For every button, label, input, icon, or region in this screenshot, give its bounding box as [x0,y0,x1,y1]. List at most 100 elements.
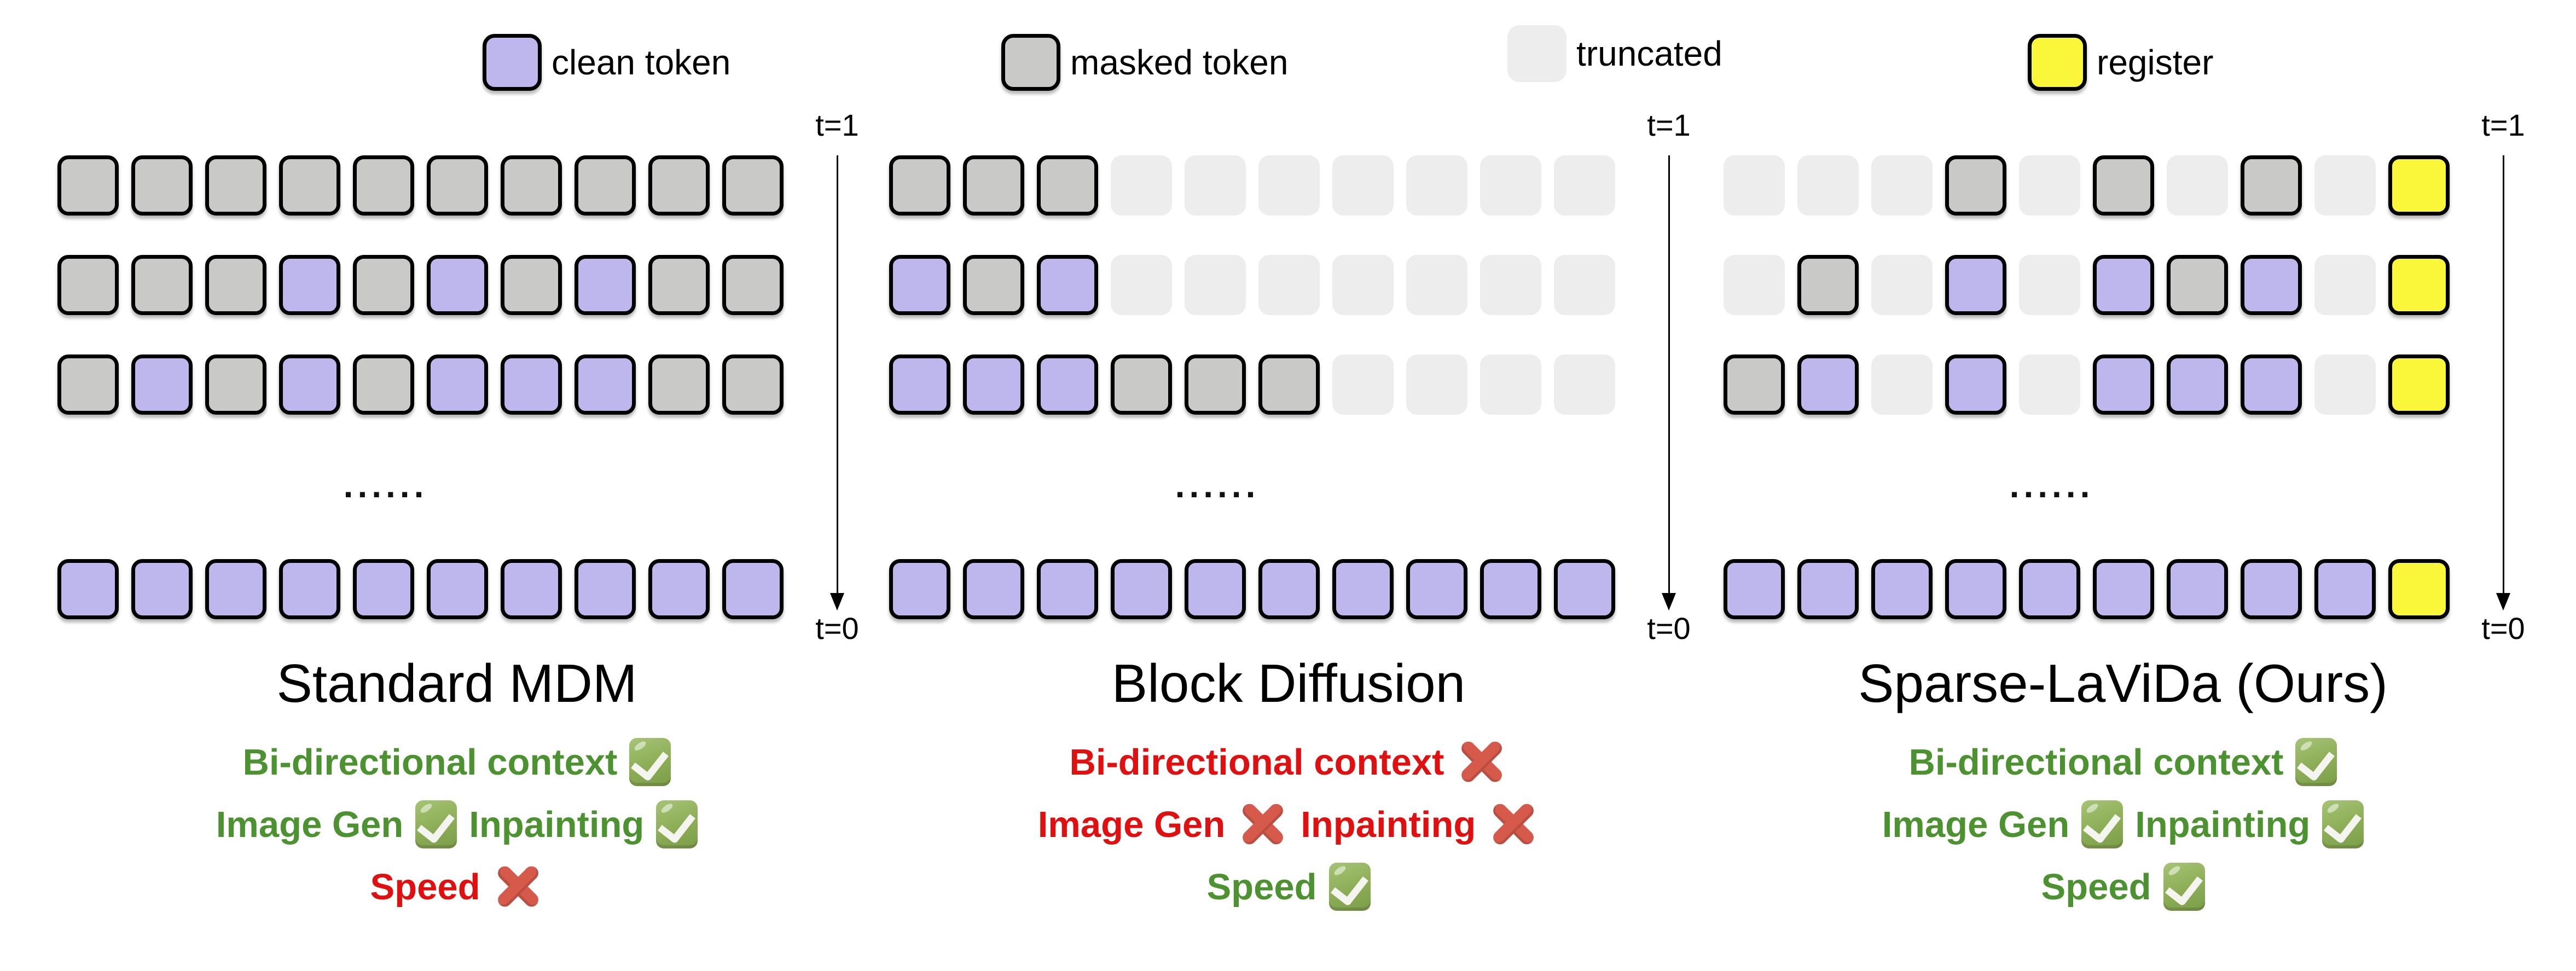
token-row [1724,559,2450,619]
token-clean [2241,354,2302,415]
token-register [2388,155,2450,216]
feature-text: Inpainting [1301,804,1476,845]
token-clean [2093,559,2154,619]
cross-mark-icon [1488,800,1539,849]
token-masked [648,255,710,315]
token-truncated [1332,255,1394,315]
timestep-label-t1: t=1 [1647,108,1691,142]
panel-title: Standard MDM [276,653,637,713]
token-masked [963,255,1024,315]
token-clean [1724,559,1785,619]
timestep-label-t0: t=0 [815,611,859,646]
token-row [889,354,1615,415]
token-clean [1111,559,1172,619]
token-masked [501,155,562,216]
feature-text: Inpainting [2135,804,2311,845]
token-clean [279,354,340,415]
token-clean [1945,354,2006,415]
token-truncated [2314,155,2376,216]
token-truncated [1111,155,1172,216]
token-clean [279,255,340,315]
token-truncated [2314,255,2376,315]
token-truncated [2167,155,2228,216]
feature-line: Bi-directional context [1724,736,2522,788]
token-masked [501,255,562,315]
token-truncated [1406,255,1467,315]
feature-text: Speed [2041,866,2151,908]
token-clean [722,559,784,619]
check-mark-icon [415,800,457,848]
token-masked [131,155,193,216]
token-clean [2241,559,2302,619]
token-masked [2241,155,2302,216]
token-clean [1037,559,1098,619]
cross-mark-icon [1237,800,1289,849]
token-clean [1554,559,1615,619]
token-clean [427,354,488,415]
token-masked [57,354,119,415]
token-masked [1797,255,1859,315]
token-row [889,255,1615,315]
token-clean [2093,354,2154,415]
token-clean [1037,354,1098,415]
token-clean [1797,559,1859,619]
token-clean [963,354,1024,415]
legend-item-clean-token: clean token [483,34,730,91]
cross-mark-icon [1456,737,1507,787]
time-arrow-head-icon [1662,593,1676,610]
clean-token-swatch [483,34,542,91]
token-masked [57,255,119,315]
panel-standard-mdm: t=1 t=0 ...... Standard MDM Bi-direction… [57,0,859,971]
token-masked [353,354,414,415]
token-masked [889,155,950,216]
register-token-swatch [2028,34,2087,91]
legend-label: truncated [1576,34,1722,73]
token-masked [722,354,784,415]
token-row [57,354,784,415]
token-truncated [1406,155,1467,216]
time-arrow-head-icon [2496,593,2510,610]
time-arrow-line [1668,155,1670,594]
token-masked [1185,354,1246,415]
token-masked [722,255,784,315]
token-row [1724,255,2450,315]
token-truncated [1258,155,1320,216]
token-clean [1406,559,1467,619]
token-clean [2093,255,2154,315]
token-row [889,559,1615,619]
feature-text: Bi-directional context [242,741,618,783]
feature-line: Bi-directional context [57,736,856,788]
timestep-label-t1: t=1 [815,108,859,142]
token-truncated [1554,255,1615,315]
cross-mark-icon [492,862,544,911]
check-mark-icon [629,738,671,786]
time-arrow-head-icon [830,593,844,610]
token-clean [131,559,193,619]
token-clean [1332,559,1394,619]
panel-title: Block Diffusion [1111,653,1466,713]
token-clean [1945,559,2006,619]
token-row [57,155,784,216]
token-clean [2167,559,2228,619]
legend-label: register [2097,43,2214,82]
token-truncated [1185,255,1246,315]
token-clean [279,559,340,619]
token-truncated [2314,354,2376,415]
ellipsis-dots: ...... [1175,466,1260,505]
feature-text: Inpainting [469,804,645,845]
token-row [57,559,784,619]
token-clean [1258,559,1320,619]
token-clean [575,559,636,619]
token-clean [1037,255,1098,315]
token-clean [889,255,950,315]
token-clean [353,559,414,619]
token-truncated [1724,255,1785,315]
token-row [1724,354,2450,415]
token-masked [279,155,340,216]
token-masked [2093,155,2154,216]
token-truncated [1332,354,1394,415]
token-clean [889,354,950,415]
token-truncated [1480,155,1541,216]
